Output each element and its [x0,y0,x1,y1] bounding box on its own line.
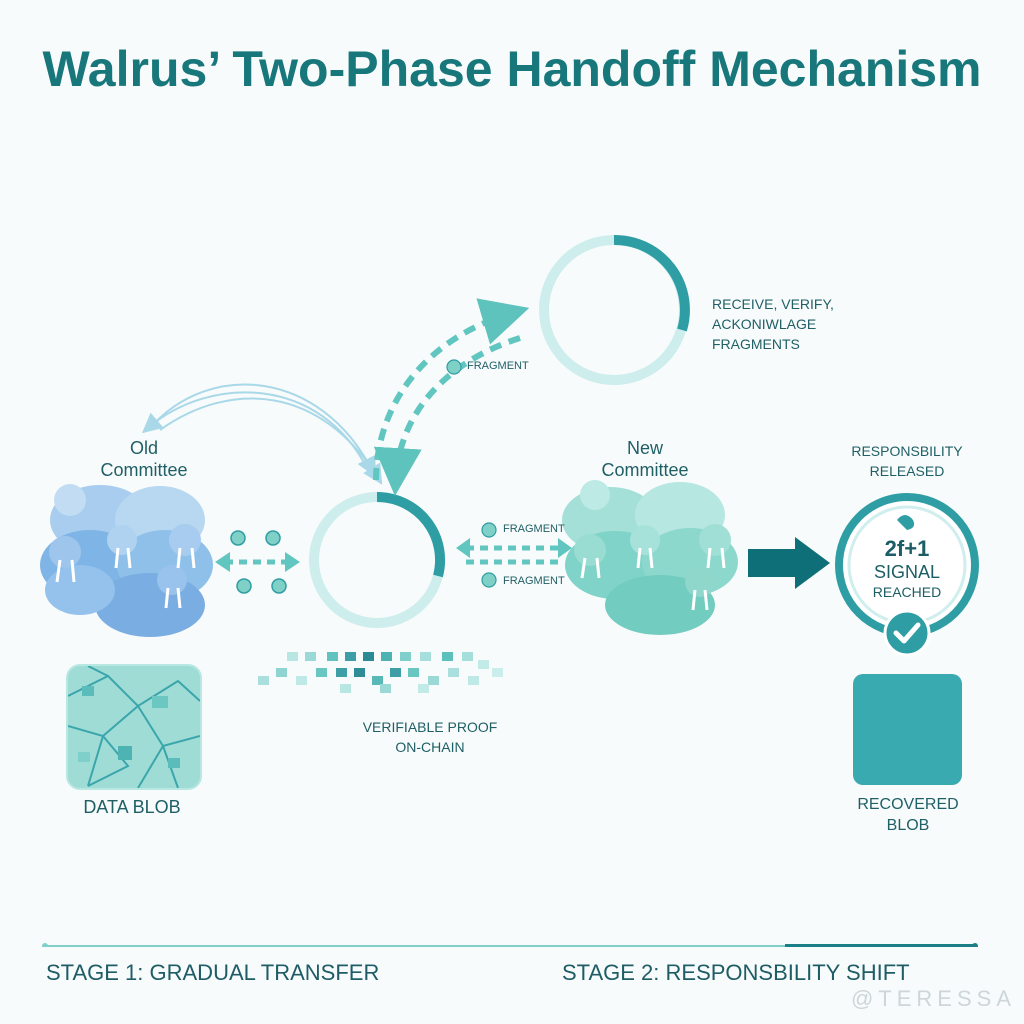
center-new-arrows [456,538,572,562]
center-top-dashed-arrows [376,313,520,480]
data-blob-tile [66,664,202,790]
recovered-line1: RECOVERED [840,794,976,815]
recovered-blob-label: RECOVERED BLOB [840,794,976,836]
receive-line1: RECEIVE, VERIFY, [712,294,892,314]
watermark: @TERESSA [851,986,1016,1012]
receive-line3: FRAGMENTS [712,334,892,354]
handoff-arrow [748,537,830,589]
proof-blocks [258,652,503,693]
stage2-label: STAGE 2: RESPONSBILITY SHIFT [562,960,910,986]
fragment-label-icons [447,360,496,587]
receive-verify-label: RECEIVE, VERIFY, ACKONIWLAGE FRAGMENTS [712,294,892,354]
released-line2: RELEASED [832,461,982,481]
new-committee-line2: Committee [590,459,700,481]
center-ring [314,497,440,623]
old-committee-line1: Old [96,437,192,459]
proof-line2: ON-CHAIN [330,737,530,757]
signal-text: 2f+1 SIGNAL REACHED [850,537,964,601]
new-committee-walruses [562,480,738,635]
signal-line2: SIGNAL [850,561,964,583]
proof-line1: VERIFIABLE PROOF [330,717,530,737]
fragment-label-top: FRAGMENT [467,360,529,372]
old-committee-label: Old Committee [96,437,192,481]
new-committee-label: New Committee [590,437,700,481]
signal-line3: REACHED [850,583,964,601]
old-committee-walruses [40,484,213,637]
recovered-line2: BLOB [840,815,976,836]
fragment-label-mid1: FRAGMENT [503,523,565,535]
fragment-label-mid2: FRAGMENT [503,575,565,587]
responsibility-released-label: RESPONSBILITY RELEASED [832,441,982,481]
data-blob-label: DATA BLOB [66,797,198,818]
proof-label: VERIFIABLE PROOF ON-CHAIN [330,717,530,757]
released-line1: RESPONSBILITY [832,441,982,461]
check-icon [885,611,929,655]
receive-line2: ACKONIWLAGE [712,314,892,334]
recovered-blob-tile [853,674,962,785]
stage1-label: STAGE 1: GRADUAL TRANSFER [46,960,379,986]
stage-bar [42,943,978,947]
old-committee-line2: Committee [96,459,192,481]
old-center-arrow [215,552,300,572]
new-committee-line1: New [590,437,700,459]
top-ring [544,240,685,380]
signal-line1: 2f+1 [850,537,964,561]
